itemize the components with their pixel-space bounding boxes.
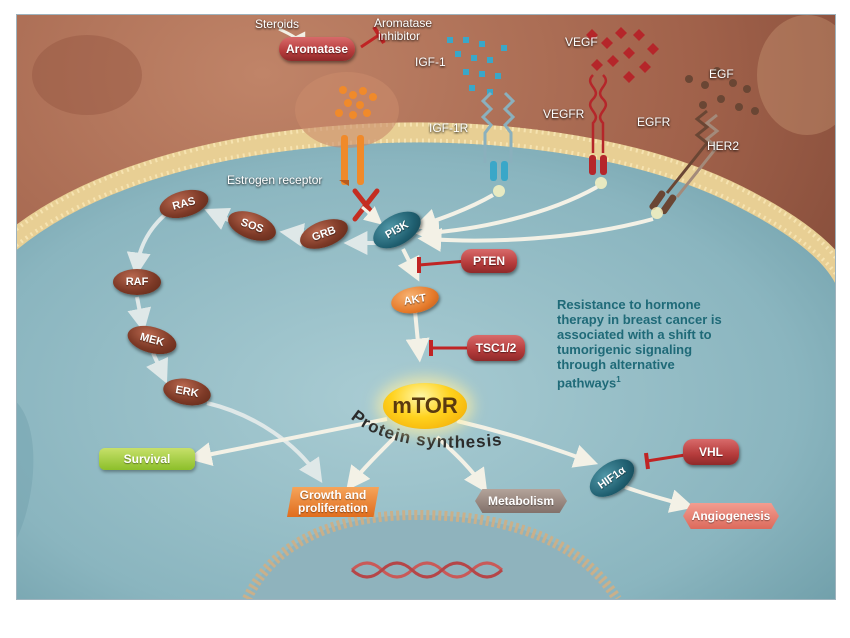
vegf-label: VEGF — [565, 35, 598, 49]
note-line4: tumorigenic signaling — [557, 342, 693, 357]
her2-label: HER2 — [707, 139, 740, 153]
growth-outcome: Growth and proliferation — [287, 487, 379, 517]
igf1-label: IGF-1 — [415, 55, 446, 69]
aromatase-inhibitor-line1: Aromatase — [374, 16, 433, 30]
metabolism-outcome: Metabolism — [475, 489, 567, 513]
note-line6: pathways1 — [557, 372, 722, 390]
metabolism-label: Metabolism — [487, 493, 554, 508]
angiogenesis-outcome: Angiogenesis — [683, 503, 779, 529]
note-line3: associated with a shift to — [557, 327, 712, 342]
raf-node: RAF — [113, 269, 161, 295]
steroids-label: Steroids — [255, 17, 300, 31]
egf-label: EGF — [709, 67, 734, 81]
pathway-diagram: Protein synthesis Steroids Aromatase inh… — [16, 14, 836, 600]
note-line6-text: pathways — [557, 375, 617, 391]
note-line2: therapy in breast cancer is — [557, 312, 722, 327]
vhl-node: VHL — [683, 439, 739, 465]
angiogenesis-label: Angiogenesis — [691, 508, 771, 523]
resistance-note: Resistance to hormone therapy in breast … — [557, 297, 722, 390]
tsc-node: TSC1/2 — [467, 335, 525, 361]
vegfr-label: VEGFR — [543, 107, 585, 121]
mtor-node: mTOR — [383, 383, 467, 429]
growth-label-line2: proliferation — [297, 501, 368, 515]
estrogen-receptor-label: Estrogen receptor — [227, 173, 323, 187]
note-footnote: 1 — [616, 375, 621, 384]
aromatase-inhibitor-line2: inhibitor — [378, 29, 421, 43]
note-line5: through alternative — [557, 357, 675, 372]
note-line1: Resistance to hormone — [557, 297, 701, 312]
igf1r-label: IGF-1R — [429, 121, 469, 135]
pten-node: PTEN — [461, 249, 517, 273]
survival-label: Survival — [123, 451, 171, 466]
egfr-label: EGFR — [637, 115, 671, 129]
aromatase-inhibitor-label: Aromatase inhibitor — [374, 17, 432, 43]
aromatase-node: Aromatase — [279, 37, 355, 61]
growth-label-line1: Growth and — [299, 488, 367, 502]
pathway-background: Protein synthesis — [17, 15, 835, 599]
survival-outcome: Survival — [99, 448, 195, 470]
